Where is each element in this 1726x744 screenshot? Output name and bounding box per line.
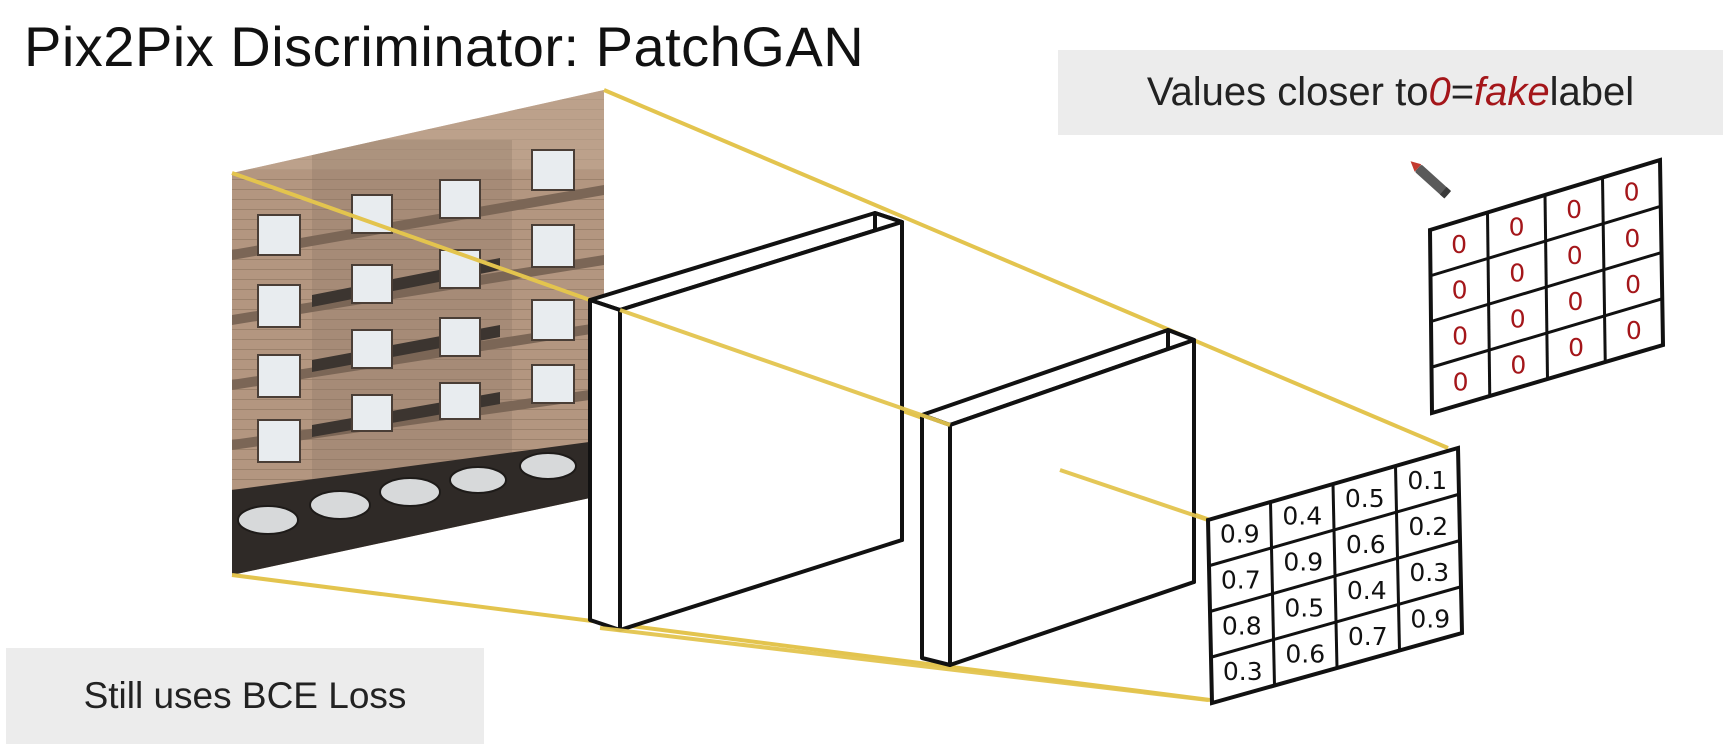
fake-note-suffix: label	[1549, 70, 1635, 114]
output-grid-cell: 0.6	[1346, 530, 1386, 559]
page-title: Pix2Pix Discriminator: PatchGAN	[24, 15, 865, 78]
building-photo	[232, 90, 604, 575]
output-grid-cell: 0.5	[1345, 484, 1385, 513]
fake-grid-cell: 0	[1624, 224, 1640, 253]
output-grid-cell: 0.5	[1284, 594, 1324, 623]
fake-note-equals: =	[1450, 70, 1475, 114]
output-grid-cell: 0.8	[1222, 611, 1262, 640]
output-grid-row-line	[1209, 539, 1461, 613]
output-grid-cell: 0.7	[1221, 565, 1261, 594]
output-grid-cell: 0.1	[1407, 466, 1447, 495]
output-grid-cell: 0.7	[1348, 622, 1388, 651]
fake-grid-cell: 0	[1567, 241, 1583, 270]
fake-grid-cell: 0	[1566, 195, 1582, 224]
output-grid-row-line	[1208, 492, 1460, 568]
output-grid-cell: 0.2	[1408, 512, 1448, 541]
fake-label-note: Values closer to 0 = fake label	[1058, 50, 1723, 135]
fake-note-fake-word: fake	[1474, 70, 1550, 114]
output-grid-cell: 0.6	[1285, 640, 1325, 669]
conv-block-1	[588, 211, 904, 632]
output-grid-cell: 0.9	[1220, 520, 1260, 549]
output-grid-cell: 0.3	[1409, 558, 1449, 587]
projection-lines-front	[599, 308, 1209, 702]
conv-block-2	[920, 328, 1196, 667]
fake-grid-cell: 0	[1625, 270, 1641, 299]
fake-note-prefix: Values closer to	[1146, 70, 1429, 114]
output-grid-cell: 0.4	[1282, 502, 1322, 531]
fake-note-zero: 0	[1428, 70, 1451, 114]
pen-cursor-icon	[1410, 161, 1452, 199]
output-grid-cell: 0.9	[1410, 604, 1450, 633]
fake-grid-row-line	[1430, 251, 1662, 323]
fake-grid-row-line	[1430, 204, 1662, 278]
fake-grid-cell: 0	[1626, 316, 1642, 345]
fake-grid-cell: 0	[1624, 178, 1640, 207]
fake-grid-cell: 0	[1453, 367, 1469, 396]
bce-loss-note: Still uses BCE Loss	[6, 648, 484, 744]
fake-label-grid: 0 0 0 0 0 0 0 0 0 0 0 0 0 0 0 0	[1427, 157, 1666, 416]
output-grid-cell: 0.3	[1223, 657, 1263, 686]
output-patch-grid: 0.9 0.4 0.5 0.1 0.7 0.9 0.6 0.2 0.8 0.5 0.4 0.3 0.3 0…	[1205, 445, 1465, 706]
output-grid-cell: 0.9	[1283, 548, 1323, 577]
fake-grid-cell: 0	[1567, 287, 1583, 316]
fake-grid-cell: 0	[1510, 350, 1526, 379]
fake-grid-cell: 0	[1510, 304, 1526, 333]
fake-grid-row-line	[1431, 297, 1663, 369]
fake-grid-cell: 0	[1452, 322, 1468, 351]
fake-grid-cell: 0	[1509, 258, 1525, 287]
output-grid-cell: 0.4	[1347, 576, 1387, 605]
fake-grid-cell: 0	[1568, 333, 1584, 362]
fake-grid-cell: 0	[1509, 212, 1525, 241]
fake-grid-cell: 0	[1452, 276, 1468, 305]
fake-grid-cell: 0	[1451, 230, 1467, 259]
output-grid-row-line	[1210, 585, 1462, 659]
